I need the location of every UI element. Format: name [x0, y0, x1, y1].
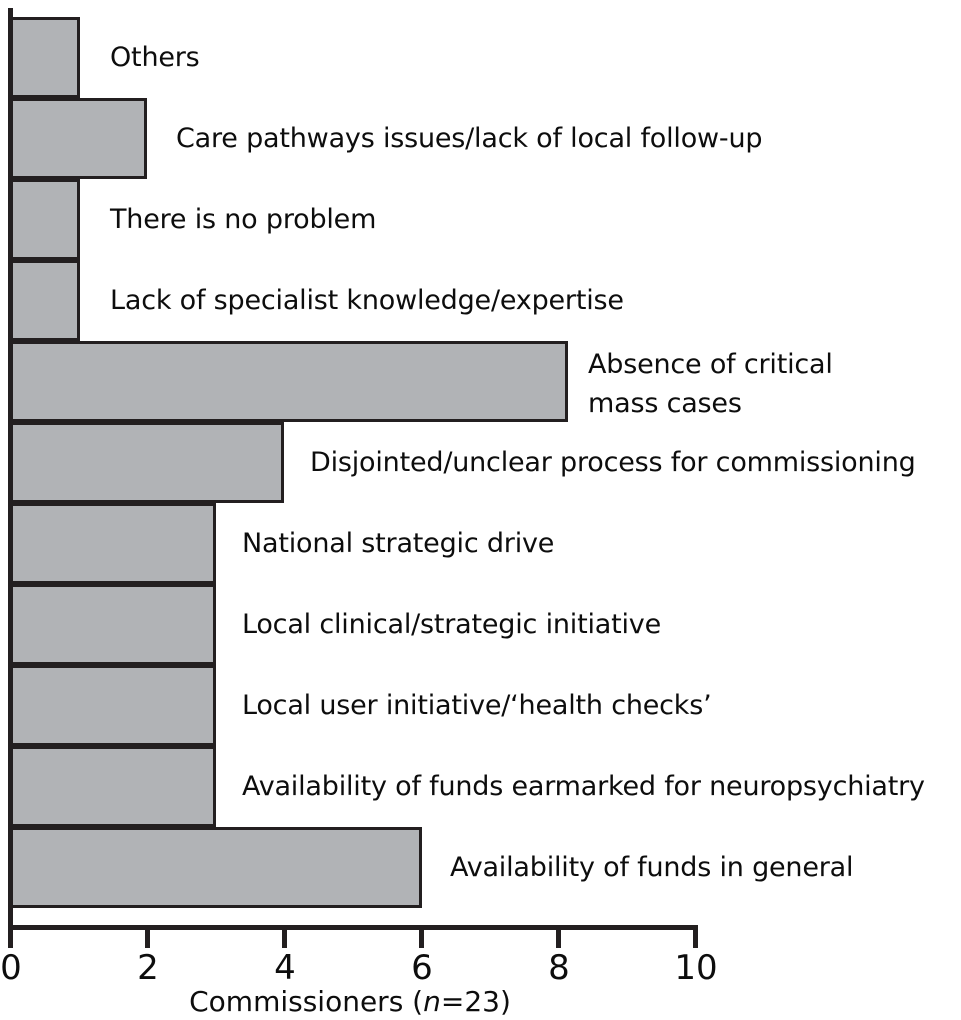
- bar-1: [10, 98, 147, 179]
- bar-9: [10, 746, 216, 827]
- bar-2: [10, 179, 80, 260]
- bar-8: [10, 665, 216, 746]
- x-tick-10: [693, 930, 698, 948]
- bar-label-2: There is no problem: [110, 204, 377, 235]
- bar-label-4-line2: mass cases: [588, 388, 742, 419]
- bar-label-1: Care pathways issues/lack of local follo…: [176, 123, 763, 154]
- bar-10: [10, 827, 422, 908]
- bar-label-9: Availability of funds earmarked for neur…: [242, 771, 925, 802]
- x-axis-title-prefix: Commissioners (: [189, 985, 424, 1018]
- y-axis-line: [8, 8, 13, 938]
- x-tick-8: [556, 930, 561, 948]
- x-tick-4: [282, 930, 287, 948]
- bar-6: [10, 503, 216, 584]
- bar-4: [10, 341, 568, 422]
- bar-label-0: Others: [110, 42, 200, 73]
- x-tick-6: [419, 930, 424, 948]
- x-tick-2: [145, 930, 150, 948]
- x-tick-label-2: 2: [137, 948, 159, 988]
- bar-label-10: Availability of funds in general: [450, 852, 854, 883]
- x-tick-label-10: 10: [674, 948, 718, 988]
- bar-label-5: Disjointed/unclear process for commissio…: [310, 447, 916, 478]
- bar-label-6: National strategic drive: [242, 528, 555, 559]
- x-axis-line: [8, 925, 698, 930]
- bar-7: [10, 584, 216, 665]
- bar-0: [10, 17, 80, 98]
- x-tick-label-4: 4: [274, 948, 296, 988]
- x-tick-0: [8, 930, 13, 948]
- bar-label-4-line1: Absence of critical: [588, 349, 833, 380]
- bar-label-8: Local user initiative/‘health checks’: [242, 690, 712, 721]
- x-tick-label-0: 0: [0, 948, 22, 988]
- bar-label-7: Local clinical/strategic initiative: [242, 609, 662, 640]
- x-tick-label-8: 8: [548, 948, 570, 988]
- plot-area: Others Care pathways issues/lack of loca…: [10, 17, 925, 908]
- x-axis-title-suffix: =23): [440, 985, 511, 1018]
- bar-label-3: Lack of specialist knowledge/expertise: [110, 285, 624, 316]
- bar-5: [10, 422, 284, 503]
- x-axis-title: Commissioners (n=23): [0, 985, 700, 1019]
- bar-3: [10, 260, 80, 341]
- x-axis-title-italic-n: n: [423, 985, 441, 1018]
- x-tick-label-6: 6: [411, 948, 433, 988]
